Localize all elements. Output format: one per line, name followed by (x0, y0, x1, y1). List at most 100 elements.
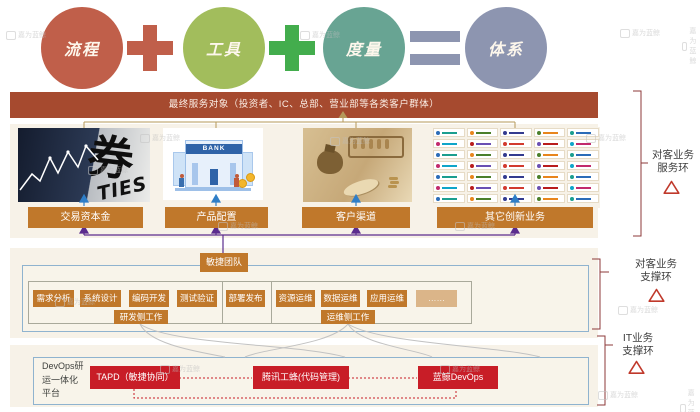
partner-logo-chip (533, 183, 566, 192)
partner-logos-grid (432, 127, 600, 208)
annotation-customer-support-ring: 对客业务 支撑环 (635, 258, 677, 284)
watermark-logo-icon (586, 133, 596, 143)
watermark: 嘉为蓝鲸 (618, 305, 658, 315)
coin-icon (246, 173, 255, 182)
partner-logo-chip (466, 194, 499, 203)
watermark-logo-icon (455, 221, 465, 231)
final-service-target-banner: 最终服务对象（投资者、IC、总部、营业部等各类客户群体） (10, 92, 598, 118)
partner-logo-chip (567, 161, 599, 170)
annotation-it-support-ring: IT业务 支撑环 (622, 332, 654, 358)
ellipse-system-label: 体系 (487, 40, 524, 59)
partner-logo-chip (567, 183, 599, 192)
watermark: 嘉为蓝鲸 (300, 30, 340, 40)
partner-logo-chip (500, 183, 532, 192)
watermark-text: 嘉为蓝鲸 (152, 135, 180, 142)
partner-logo-chip (567, 194, 599, 203)
watermark: 嘉为蓝鲸 (160, 364, 200, 374)
platform-title: DevOps研 运一体化 平台 (42, 360, 84, 401)
dev-side-label: 研发侧工作 (114, 310, 168, 324)
watermark: 嘉为蓝鲸 (218, 221, 258, 231)
coin-stack (390, 181, 399, 184)
abacus (348, 136, 404, 158)
bank-sign: BANK (186, 144, 242, 154)
watermark-logo-icon (598, 390, 608, 400)
watermark-text: 嘉为蓝鲸 (630, 307, 658, 314)
watermark: 嘉为蓝鲸 (140, 133, 180, 143)
partner-logo-chip (466, 139, 499, 148)
recycle-triangle-icon (628, 360, 645, 374)
partner-logo-chip (567, 172, 599, 181)
watermark-logo-icon (618, 305, 628, 315)
step-deploy-release: 部署发布 (226, 290, 265, 307)
partner-logo-chip (466, 128, 499, 137)
recycle-triangle-icon (648, 288, 665, 302)
watermark-logo-icon (300, 30, 310, 40)
watermark-logo-icon (440, 364, 450, 374)
button-other-innovation: 其它创新业务 (437, 207, 593, 228)
partner-logo-chip (533, 172, 566, 181)
watermark-text: 嘉为蓝鲸 (687, 390, 695, 412)
partner-logo-chip (433, 128, 465, 137)
watermark-text: 嘉为蓝鲸 (689, 28, 697, 65)
customer-business-section: 券 TIES BANK 交易资本金 (10, 124, 600, 238)
partner-logo-chip (466, 172, 499, 181)
agile-team-button: 敏捷团队 (200, 253, 248, 272)
partner-logo-chip (500, 172, 532, 181)
bank-building: BANK (185, 140, 243, 188)
partner-logo-chip (567, 150, 599, 159)
watermark: 嘉为蓝鲸 (88, 165, 128, 175)
partner-logo-chip (533, 194, 566, 203)
watermark-logo-icon (55, 297, 65, 307)
partner-logo-chip (433, 172, 465, 181)
partner-logo-chip (500, 150, 532, 159)
partner-logo-chip (533, 139, 566, 148)
ellipse-process: 流程 (41, 7, 123, 89)
watermark: 嘉为蓝鲸 (440, 364, 480, 374)
watermark-text: 嘉为蓝鲸 (230, 223, 258, 230)
it-platform-section: DevOps研 运一体化 平台 TAPD（敏捷协同） 腾讯工蜂(代码管理) 蓝鲸… (10, 345, 598, 407)
partner-logo-chip (433, 150, 465, 159)
ellipse-tools: 工具 (183, 7, 265, 89)
bank-door (210, 169, 218, 185)
partner-logo-chip (500, 194, 532, 203)
partner-logo-chip (466, 183, 499, 192)
annotation-customer-service-ring: 对客业务 服务环 (652, 149, 694, 175)
watermark-text: 嘉为蓝鲸 (467, 223, 495, 230)
button-customer-channel: 客户渠道 (302, 207, 410, 228)
watermark-logo-icon (680, 403, 686, 412)
watermark-text: 嘉为蓝鲸 (18, 32, 46, 39)
partner-logo-chip (533, 161, 566, 170)
watermark: 嘉为蓝鲸 (682, 26, 700, 66)
button-product-config: 产品配置 (165, 207, 268, 228)
coin-icon (238, 179, 247, 188)
scoop (341, 175, 381, 200)
tool-tencent-gongfeng: 腾讯工蜂(代码管理) (253, 366, 349, 389)
watermark: 嘉为蓝鲸 (330, 136, 370, 146)
watermark: 嘉为蓝鲸 (620, 28, 660, 38)
button-trading-capital: 交易资本金 (28, 207, 143, 228)
watermark-logo-icon (140, 133, 150, 143)
agile-support-section: 敏捷团队 需求分析 系统设计 编码开发 测试验证 部署发布 资源运维 数据运维 … (10, 248, 598, 338)
money-bag (317, 150, 343, 174)
step-resource-ops: 资源运维 (276, 290, 315, 307)
ops-side-label: 运维侧工作 (321, 310, 375, 324)
watermark: 嘉为蓝鲸 (55, 297, 95, 307)
partner-logo-chip (500, 139, 532, 148)
wealth-image (303, 128, 412, 202)
watermark: 嘉为蓝鲸 (455, 221, 495, 231)
watermark-logo-icon (160, 364, 170, 374)
tool-tapd: TAPD（敏捷协同） (90, 366, 180, 389)
partner-logo-chip (500, 161, 532, 170)
watermark-text: 嘉为蓝鲸 (67, 299, 95, 306)
bank-illustration: BANK (163, 128, 263, 200)
person-figure (179, 174, 184, 187)
partner-logo-chip (533, 128, 566, 137)
bank-column (192, 163, 198, 185)
watermark: 嘉为蓝鲸 (6, 30, 46, 40)
step-coding: 编码开发 (129, 290, 169, 307)
watermark: 嘉为蓝鲸 (680, 388, 700, 412)
watermark-text: 嘉为蓝鲸 (342, 138, 370, 145)
recycle-triangle-icon (663, 180, 680, 194)
securities-image: 券 TIES (18, 128, 150, 202)
